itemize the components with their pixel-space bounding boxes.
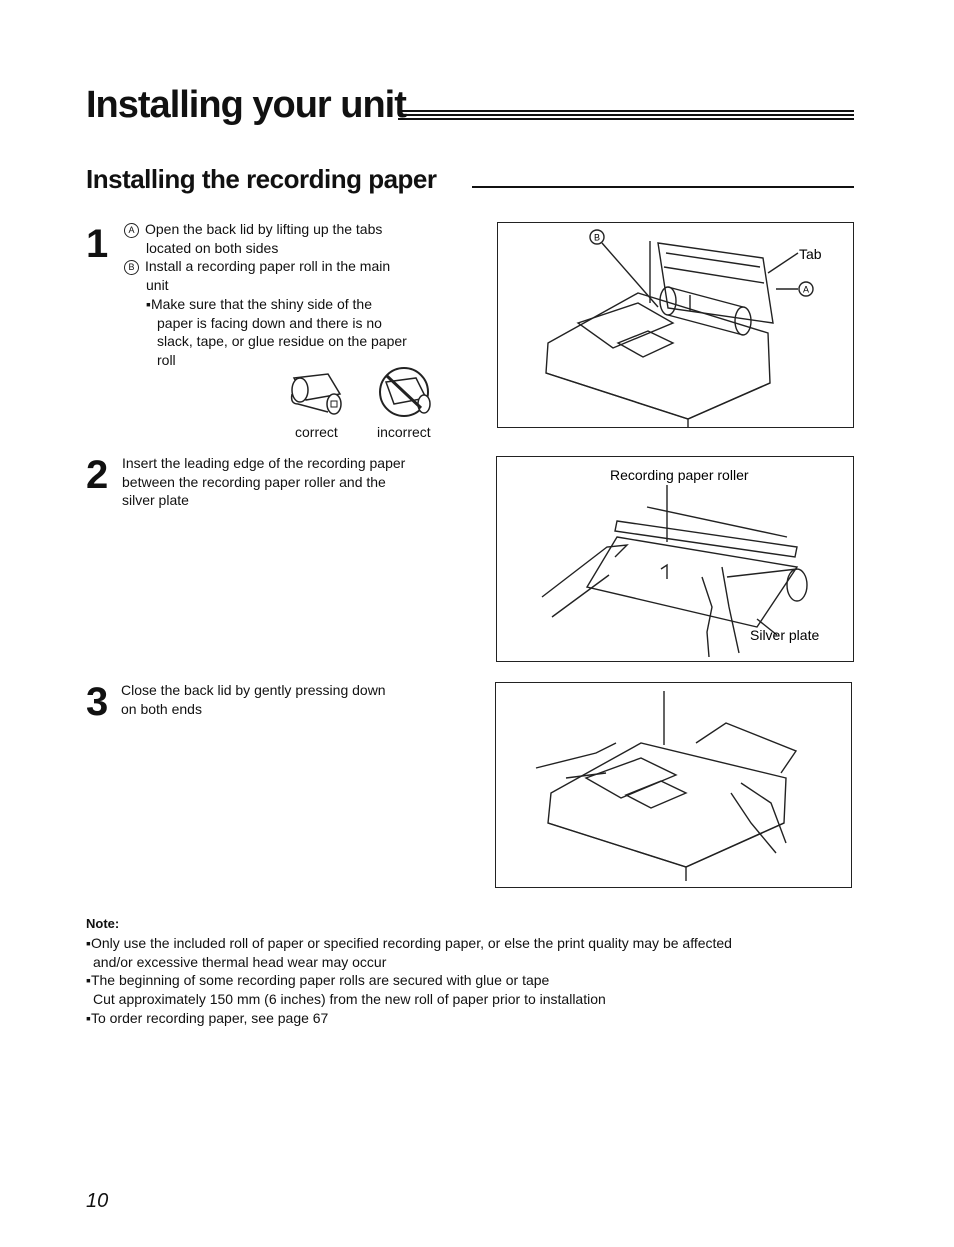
step-2-text: Insert the leading edge of the recording… [122,455,406,509]
step-number-1: 1 [86,222,109,266]
figure-marker-a: A [803,285,809,295]
page-number: 10 [86,1190,109,1212]
figure-label-plate: Silver plate [750,627,819,643]
caption-correct: correct [295,424,338,440]
title-rule [398,114,854,116]
paper-insertion-illustration: Recording paper roller Silver plate [541,467,819,658]
figure-label-roller: Recording paper roller [610,467,749,483]
note-title: Note: [86,916,120,931]
title-rule [398,110,854,112]
figure-insert-paper: Recording paper roller Silver plate [496,456,854,662]
step-3-text: Close the back lid by gently pressing do… [121,682,386,717]
figure-close-lid [495,682,852,888]
circled-b-marker: B [124,260,139,276]
caption-incorrect: incorrect [377,424,431,440]
section-rule [472,186,854,188]
fax-machine-closed-illustration [535,691,798,881]
figure-open-lid: B A Tab [497,222,854,428]
note-body: ▪Only use the included roll of paper or … [86,935,732,1026]
step-number-2: 2 [86,453,109,497]
step-number-3: 3 [86,680,109,724]
fax-machine-open-illustration: B A Tab [545,229,822,427]
correct-roll-illustration [290,373,342,415]
step-1-bullet: ▪Make sure that the shiny side of the pa… [146,295,407,368]
page-title: Installing your unit [86,84,407,126]
circled-a-marker: A [124,223,139,238]
figure-marker-b: B [594,233,600,243]
section-title: Installing the recording paper [86,164,437,194]
figure-label-tab: Tab [799,246,822,262]
title-rule [398,118,854,120]
incorrect-roll-illustration [379,367,431,417]
